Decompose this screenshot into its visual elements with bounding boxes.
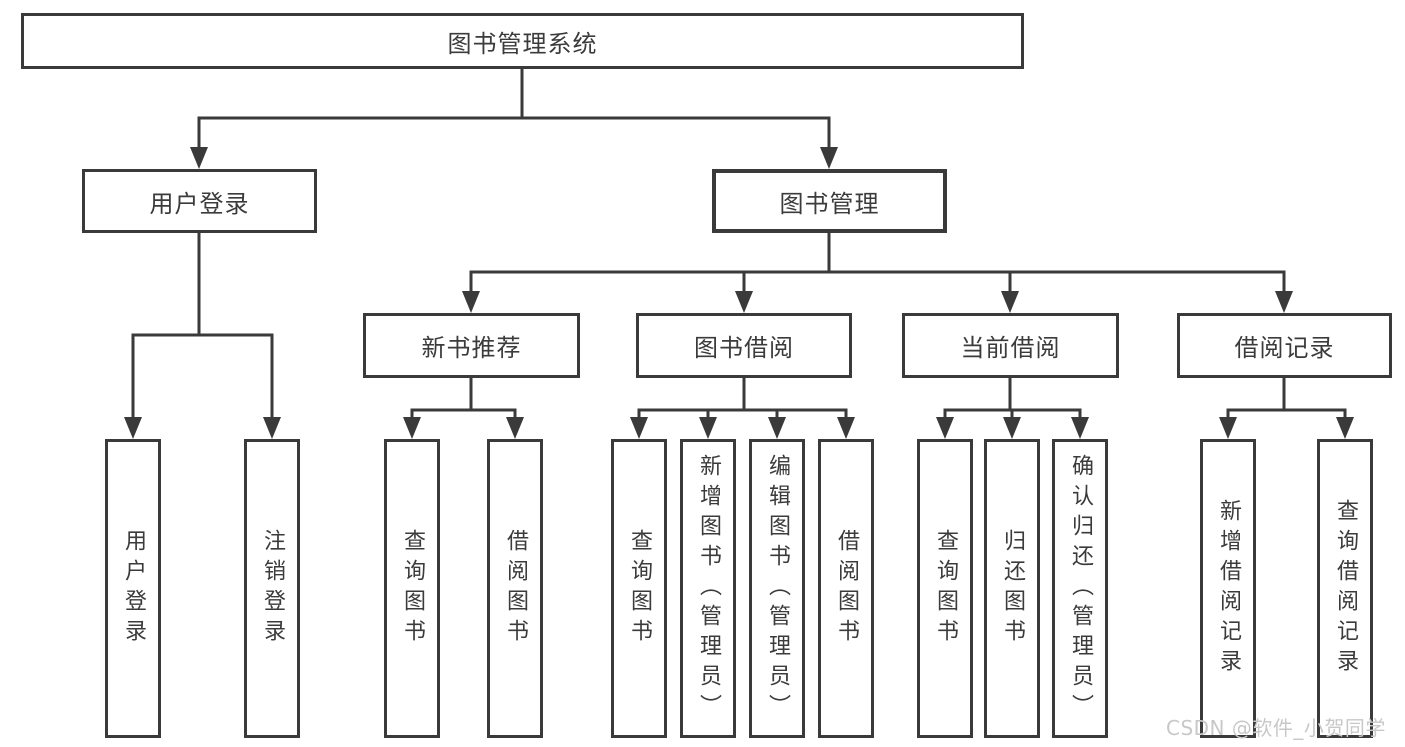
leaf-borrow-book-recommend: 借阅图书 bbox=[487, 439, 543, 738]
node-library-system: 图书管理系统 bbox=[21, 13, 1024, 69]
leaf-edit-book-admin: 编辑图书（管理员） bbox=[749, 439, 805, 738]
leaf-user-login: 用户登录 bbox=[105, 439, 161, 738]
leaf-query-book-current: 查询图书 bbox=[917, 439, 973, 738]
node-current-borrow: 当前借阅 bbox=[902, 313, 1119, 378]
node-user-login: 用户登录 bbox=[82, 169, 317, 233]
leaf-logout: 注销登录 bbox=[244, 439, 300, 738]
leaf-add-book-admin: 新增图书（管理员） bbox=[680, 439, 736, 738]
node-book-management: 图书管理 bbox=[712, 169, 947, 233]
node-new-book-recommend: 新书推荐 bbox=[363, 313, 580, 378]
node-book-borrow: 图书借阅 bbox=[636, 313, 852, 378]
node-borrow-records: 借阅记录 bbox=[1177, 313, 1392, 378]
leaf-query-borrow-record: 查询借阅记录 bbox=[1317, 439, 1373, 738]
leaf-query-book-recommend: 查询图书 bbox=[384, 439, 440, 738]
leaf-return-book: 归还图书 bbox=[984, 439, 1040, 738]
watermark: CSDN @软件_小贺同学 bbox=[1166, 716, 1386, 740]
leaf-add-borrow-record: 新增借阅记录 bbox=[1200, 439, 1256, 738]
leaf-confirm-return-admin: 确认归还（管理员） bbox=[1052, 439, 1108, 738]
leaf-query-book-borrow: 查询图书 bbox=[611, 439, 667, 738]
leaf-borrow-book: 借阅图书 bbox=[818, 439, 874, 738]
